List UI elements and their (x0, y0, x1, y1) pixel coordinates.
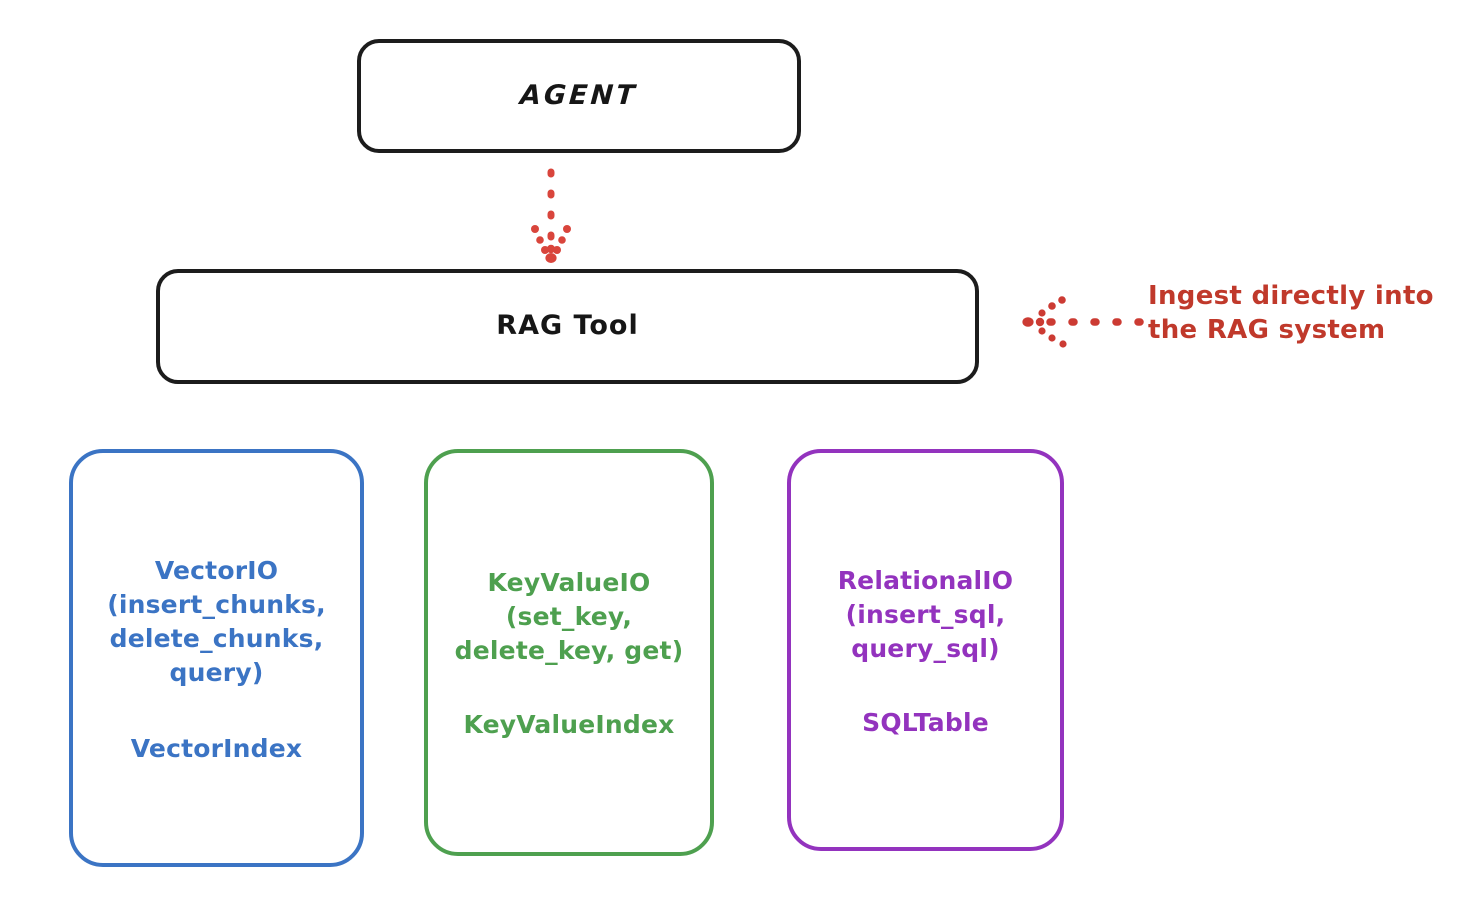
arrow-annotation-to-rag-tool (1022, 296, 1144, 348)
rag-tool-node[interactable]: RAG Tool (156, 269, 979, 384)
key-value-io-node[interactable]: KeyValueIO (set_key, delete_key, get) Ke… (424, 449, 714, 856)
key-value-io-title: KeyValueIO (set_key, delete_key, get) (454, 568, 684, 665)
relational-io-node[interactable]: RelationalIO (insert_sql, query_sql) SQL… (787, 449, 1064, 851)
arrow-agent-to-rag-tool (531, 168, 571, 263)
agent-node[interactable]: AGENT (357, 39, 801, 153)
vector-io-index-label: VectorIndex (130, 733, 303, 763)
key-value-io-index-label: KeyValueIndex (463, 710, 675, 739)
relational-io-title: RelationalIO (insert_sql, query_sql) (837, 565, 1014, 663)
rag-tool-node-label: RAG Tool (496, 310, 639, 342)
relational-io-index-label: SQLTable (862, 707, 989, 737)
vector-io-node[interactable]: VectorIO (insert_chunks, delete_chunks, … (69, 449, 364, 867)
ingest-annotation-text: Ingest directly into the RAG system (1148, 281, 1434, 346)
vector-io-title: VectorIO (insert_chunks, delete_chunks, … (107, 555, 326, 687)
agent-node-label: AGENT (519, 79, 639, 111)
